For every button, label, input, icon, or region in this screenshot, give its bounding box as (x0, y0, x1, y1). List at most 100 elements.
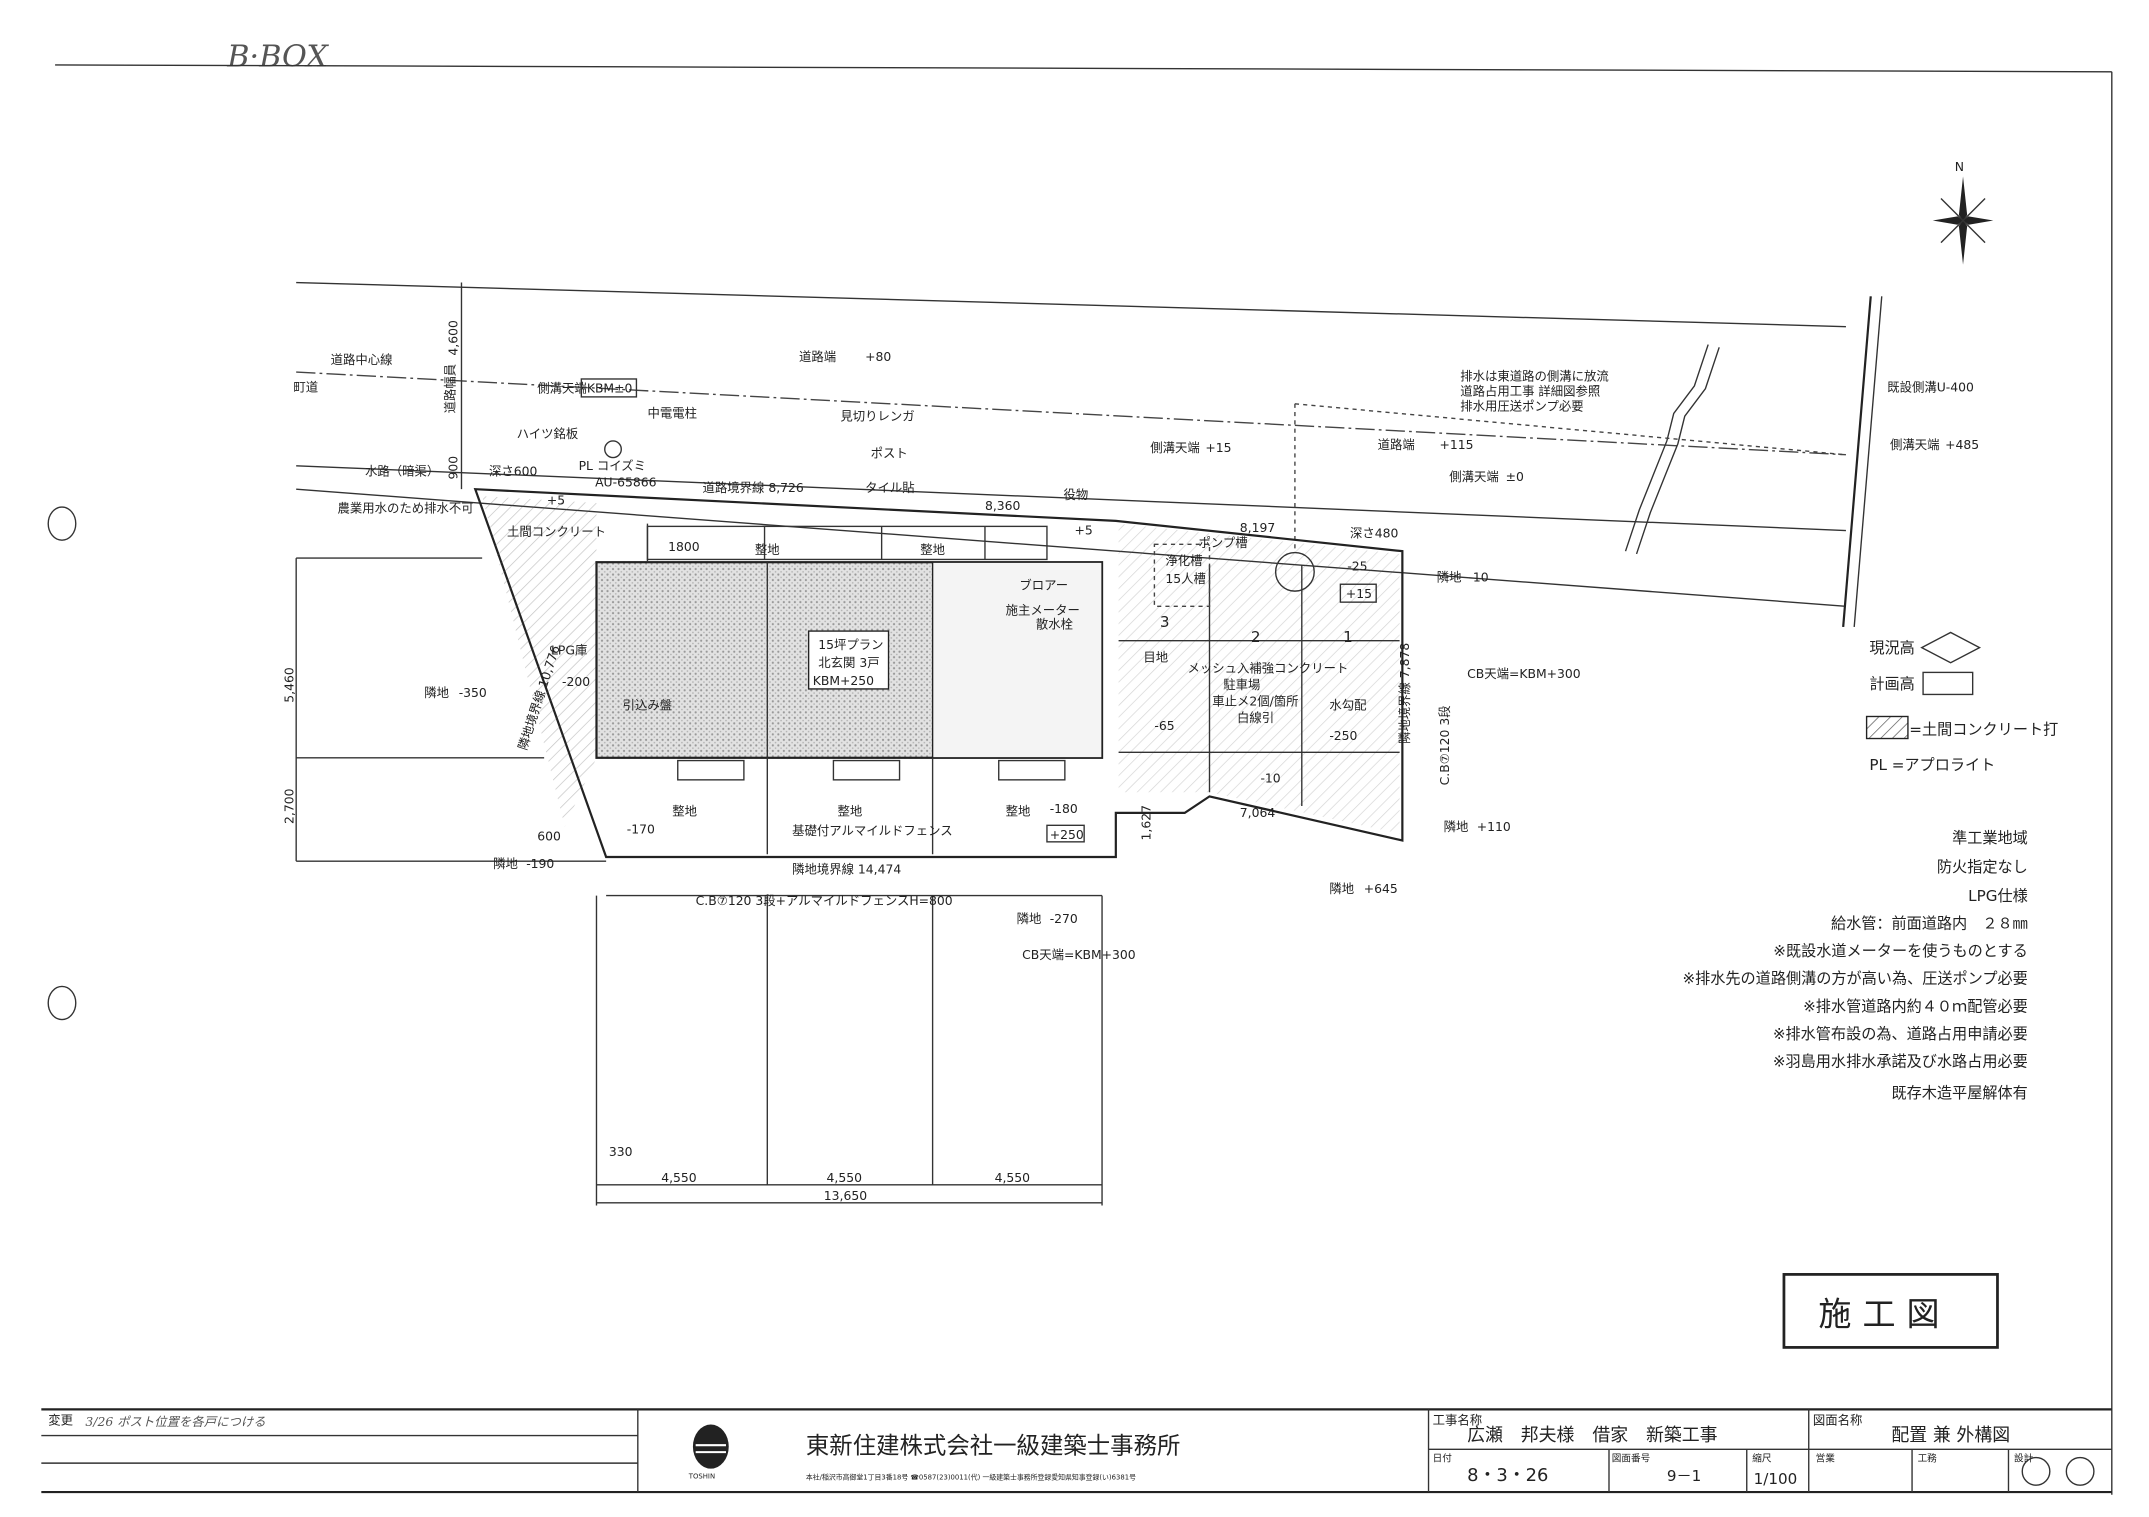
ditch-top-mid-label: 側溝天端 (1150, 440, 1200, 455)
number-label: 図面番号 (1612, 1453, 1651, 1465)
logo-text: TOSHIN (688, 1472, 715, 1480)
lawn-label: 整地 (1006, 804, 1031, 819)
neighbor-label: 隣地 (1017, 911, 1042, 926)
slope-label: 水勾配 (1329, 698, 1366, 713)
stamp-text: 施工図 (1818, 1294, 1950, 1333)
ditch-top-mid-value: +15 (1205, 440, 1231, 455)
note: ※羽島用水排水承諾及び水路占用必要 (1773, 1052, 2028, 1070)
existing-ditch-label: 既設側溝U-400 (1887, 379, 1974, 394)
legend-current-height: 現況高 (1869, 639, 1914, 657)
revision-label: 変更 (48, 1413, 73, 1428)
dim-7064: 7,064 (1240, 805, 1276, 820)
dim-2700: 2,700 (281, 788, 296, 824)
legend-pl: PL =アプロライト (1869, 756, 1995, 774)
cb-top-label: CB天端=KBM+300 (1467, 666, 1581, 681)
punch-hole (47, 985, 77, 1021)
neighbor-height: +110 (1477, 819, 1511, 834)
ditch-top-label: 側溝天端 (1890, 437, 1940, 452)
concrete-area-parking (1118, 523, 1400, 834)
height-minus65: -65 (1154, 718, 1174, 733)
block-wall-label: C.B⑦120 3段+アルマイルドフェンスH=800 (696, 893, 953, 908)
pump-tank-label: ポンプ槽 (1198, 535, 1247, 550)
drawing-label: 図面名称 (1813, 1413, 1863, 1428)
town-road-label: 町道 (293, 379, 318, 394)
note: 既存木造平屋解体有 (1892, 1084, 2028, 1102)
note: LPG仕様 (1968, 887, 2028, 905)
depth-480: 深さ480 (1350, 525, 1398, 540)
height-plus250: +250 (1050, 827, 1084, 842)
cb-top-label: CB天端=KBM+300 (1022, 947, 1136, 962)
blower-label: ブロアー (1019, 578, 1068, 593)
white-line-label: 白線引 (1237, 710, 1274, 725)
pipe-depth-label: 深さ600 (489, 463, 537, 478)
road (296, 281, 1883, 628)
legend-concrete: =土間コンクリート打 (1909, 720, 2058, 738)
concrete-area-left (482, 496, 597, 827)
note: 準工業地域 (1952, 829, 2028, 847)
block-wall-right-label: C.B⑦120 3段 (1437, 705, 1452, 785)
height-minus250: -250 (1329, 728, 1357, 743)
road-width-dim: 4,600 (445, 320, 460, 356)
drain-note: 排水は東道路の側溝に放流 (1460, 368, 1609, 383)
lawn-label: 整地 (755, 542, 780, 557)
ditch-top-value: +485 (1945, 437, 1979, 452)
meter-label: 施主メーター (1006, 603, 1080, 618)
dim-330: 330 (609, 1144, 633, 1159)
height-plus15: +15 (1346, 586, 1372, 601)
dim-600: 600 (537, 828, 561, 843)
building-unit-right (931, 561, 1103, 759)
fence-label: 基礎付アルマイルドフェンス (792, 823, 953, 838)
dim-4550: 4,550 (827, 1170, 863, 1185)
legend-planned-height: 計画高 (1869, 675, 1914, 693)
legend: 現況高 計画高 =土間コンクリート打 PL =アプロライト (1865, 631, 2058, 774)
neighbor-label: 隣地 (1444, 819, 1469, 834)
brick-label: 見切りレンガ (840, 408, 914, 423)
channel-label: 水路（暗渠） (365, 463, 439, 478)
ditch-top-label: 側溝天端 (537, 381, 587, 396)
checker-label: 設計 (2014, 1453, 2034, 1465)
tile-label: タイル貼 (865, 480, 915, 495)
neighbor-height: -190 (526, 856, 554, 871)
neighbor-height: -270 (1050, 911, 1078, 926)
neighbor-height: +645 (1364, 881, 1398, 896)
parking-slot-2: 2 (1251, 628, 1261, 646)
height-minus180: -180 (1050, 801, 1078, 816)
company-address: 本社/稲沢市高御堂1丁目3番18号 ☎0587(23)0011(代) 一級建築士… (806, 1473, 1136, 1482)
company-name: 東新住建株式会社一級建築士事務所 (806, 1431, 1181, 1459)
plan-box-line: 15坪プラン (818, 637, 883, 652)
trim-label: 役物 (1063, 487, 1088, 502)
neighbor-label: 隣地 (424, 685, 449, 700)
neighbor-label: 隣地 (1329, 881, 1354, 896)
parking-slot-1: 1 (1343, 628, 1353, 646)
notes: 準工業地域 防火指定なし LPG仕様 給水管：前面道路内 ２８㎜ ※既設水道メー… (1682, 829, 2027, 1102)
dim-8197: 8,197 (1240, 520, 1275, 535)
dim-13650: 13,650 (824, 1188, 867, 1203)
number-value: 9－1 (1667, 1467, 1701, 1485)
road-edge-label: 道路端 (799, 349, 836, 364)
septic-label: 浄化槽 (1165, 553, 1202, 568)
note: ※排水先の道路側溝の方が高い為、圧送ポンプ必要 (1682, 970, 2027, 988)
road-edge-label: 道路端 (1378, 437, 1415, 452)
road-width-label: 道路幅員 (443, 364, 458, 414)
road-center-label: 道路中心線 (331, 352, 393, 367)
pl-model: AU-65866 (595, 474, 656, 489)
dim-1627: 1,627 (1138, 805, 1153, 840)
joint-label: 目地 (1143, 649, 1168, 664)
note: ※既設水道メーターを使うものとする (1773, 942, 2027, 960)
parking-label: 駐車場 (1223, 677, 1260, 692)
note: 防火指定なし (1937, 858, 2028, 876)
height-plus5: +5 (1075, 523, 1093, 538)
approval-seal (2065, 1456, 2095, 1486)
neighbor-label: 隣地 (1437, 569, 1462, 584)
drain-note: 道路占用工事 詳細図参照 (1460, 384, 1600, 399)
revision-note: 3/26 ポスト位置を各戸につける (85, 1414, 265, 1429)
lpg-storage-label: LPG庫 (551, 642, 587, 657)
date-label: 日付 (1433, 1454, 1453, 1465)
ditch-top-value: ±0 (1506, 469, 1524, 484)
parking-slot-3: 3 (1160, 613, 1170, 631)
ditch-top-label: 側溝天端 (1449, 469, 1499, 484)
dim-5460: 5,460 (281, 667, 296, 703)
road-boundary-dim: 道路境界線 8,726 (703, 480, 804, 495)
construction-label: 工務 (1918, 1453, 1938, 1465)
